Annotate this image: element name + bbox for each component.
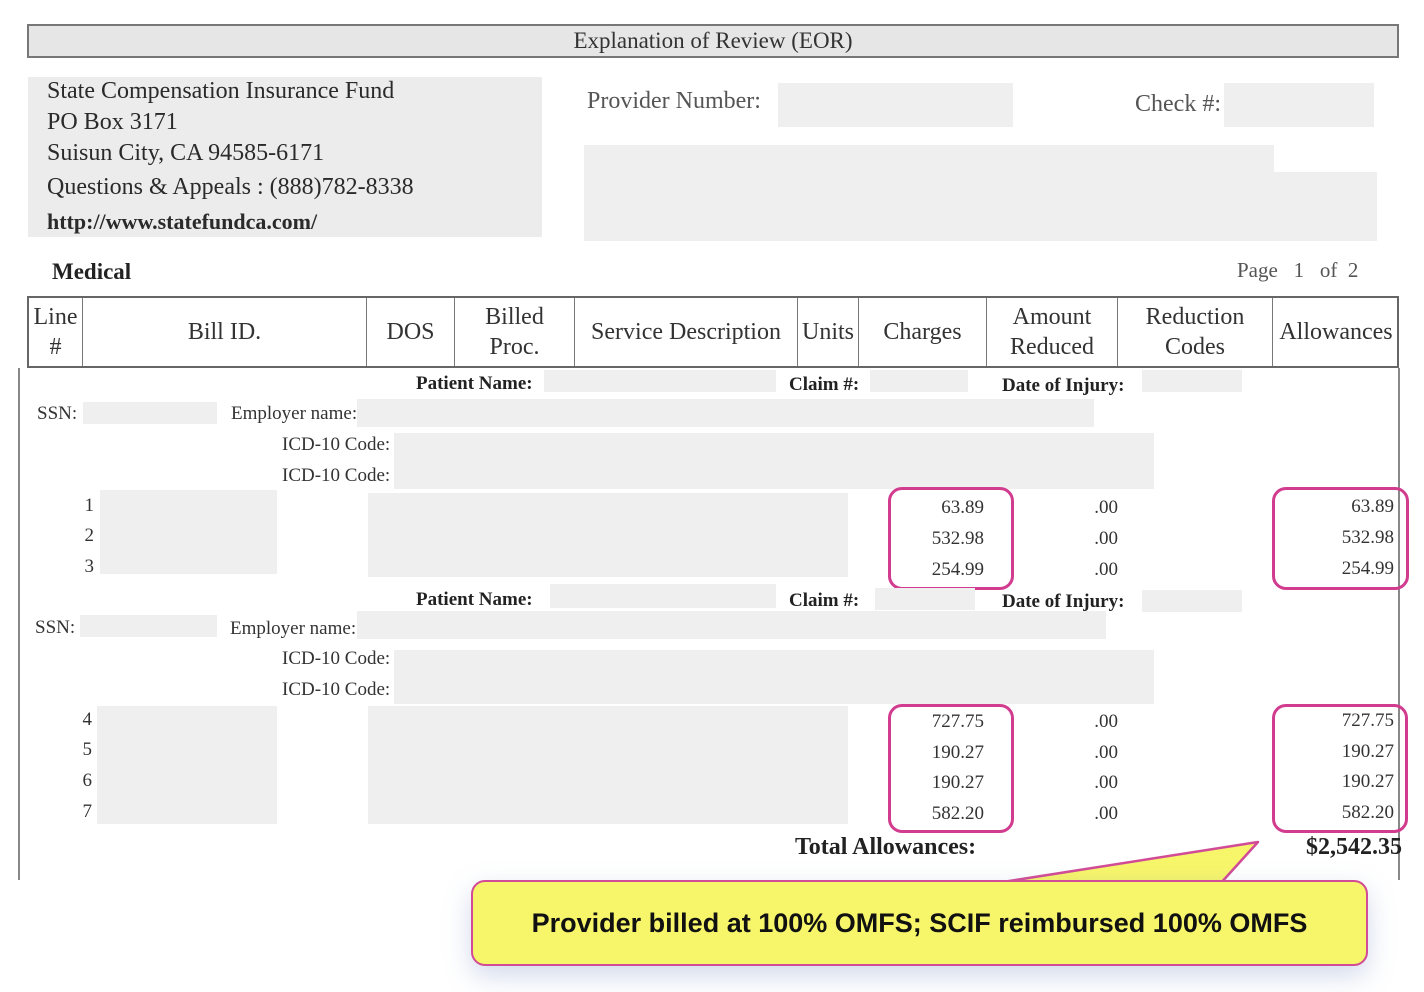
allowance-value: 190.27 [1341,771,1394,792]
col-line: Line# [33,304,78,360]
total-allowances-value: $2,542.35 [1306,834,1402,860]
date-of-injury-label: Date of Injury: [1002,591,1125,612]
allowance-value: 532.98 [1341,527,1394,548]
reduced-value: .00 [1094,528,1118,549]
icd-redacted [394,650,1154,704]
service-redacted [368,493,848,577]
section-label: Medical [52,259,132,284]
ssn-redacted [80,615,217,637]
insurer-name: State Compensation Insurance Fund [47,78,395,104]
page-label: Page [1237,258,1278,282]
allowance-value: 63.89 [1351,496,1394,517]
line-number: 7 [82,801,93,822]
page-indicator: Page 1 of 2 [1237,258,1358,283]
table-border-left [18,368,20,880]
city-state-zip: Suisun City, CA 94585-6171 [47,140,325,166]
page-current: 1 [1293,258,1305,282]
claim-redacted [875,588,975,610]
date-of-injury-redacted [1142,370,1242,392]
allowance-value: 190.27 [1341,741,1394,762]
ssn-redacted [83,402,217,424]
col-units: Units [801,319,854,345]
check-number-label: Check #: [1135,91,1221,117]
table-header [27,296,1399,368]
charges-highlight [888,487,1014,590]
col-dos: DOS [386,319,435,345]
employer-label: Employer name: [231,403,358,424]
employer-redacted [357,399,1094,427]
insurer-url[interactable]: http://www.statefundca.com/ [47,209,318,234]
patient-name-label: Patient Name: [416,589,533,610]
claim-label: Claim #: [789,590,860,611]
col-bill-id: Bill ID. [187,319,262,345]
charge-value: 63.89 [941,497,984,518]
icd-label: ICD-10 Code: [282,434,391,455]
reduced-value: .00 [1094,497,1118,518]
appeals-phone: Questions & Appeals : (888)782-8338 [47,174,414,200]
charge-value: 582.20 [931,803,984,824]
col-service-description: Service Description [591,319,781,345]
ssn-label: SSN: [37,403,78,424]
line-number: 3 [84,556,95,577]
charge-value: 532.98 [931,528,984,549]
bill-id-redacted [100,490,277,574]
callout-note: Provider billed at 100% OMFS; SCIF reimb… [471,880,1368,966]
icd-label: ICD-10 Code: [282,465,391,486]
table-border-right [1398,368,1400,880]
employer-redacted [357,611,1106,639]
allowances-highlight [1272,704,1408,833]
patient-name-redacted [544,370,776,392]
claim-label: Claim #: [789,374,860,395]
charge-value: 190.27 [931,742,984,763]
patient-name-redacted [550,584,776,608]
charges-highlight [888,704,1014,833]
check-number-redacted [1224,83,1374,127]
provider-number-redacted [778,83,1013,127]
date-of-injury-label: Date of Injury: [1002,375,1125,396]
reduced-value: .00 [1094,559,1118,580]
bill-id-redacted [97,706,277,824]
line-number: 1 [84,495,95,516]
line-number: 4 [82,709,93,730]
reduced-value: .00 [1094,711,1118,732]
charge-value: 254.99 [931,559,984,580]
allowance-value: 582.20 [1341,802,1394,823]
date-of-injury-redacted [1142,590,1242,612]
employer-label: Employer name: [230,618,357,639]
col-charges: Charges [883,319,962,345]
line-number: 2 [84,525,95,546]
po-box: PO Box 3171 [47,109,178,135]
line-number: 5 [82,739,93,760]
provider-number-label: Provider Number: [587,88,761,114]
claim-redacted [870,370,968,392]
ssn-label: SSN: [35,617,76,638]
page-total: 2 [1347,258,1359,282]
reduced-value: .00 [1094,772,1118,793]
icd-redacted [394,433,1154,489]
payee-redacted-2 [1132,172,1377,241]
address-block [28,77,542,237]
reduced-value: .00 [1094,742,1118,763]
col-allowances: Allowances [1279,319,1393,345]
charge-value: 190.27 [931,772,984,793]
document-title: Explanation of Review (EOR) [27,24,1399,58]
charge-value: 727.75 [931,711,984,732]
icd-label: ICD-10 Code: [282,679,391,700]
total-allowances-label: Total Allowances: [795,834,977,860]
service-redacted [368,706,848,824]
line-number: 6 [82,770,93,791]
reduced-value: .00 [1094,803,1118,824]
icd-label: ICD-10 Code: [282,648,391,669]
patient-name-label: Patient Name: [416,373,533,394]
allowances-highlight [1272,487,1409,590]
allowance-value: 254.99 [1341,558,1394,579]
allowance-value: 727.75 [1341,710,1394,731]
page-of-label: of [1319,258,1338,282]
